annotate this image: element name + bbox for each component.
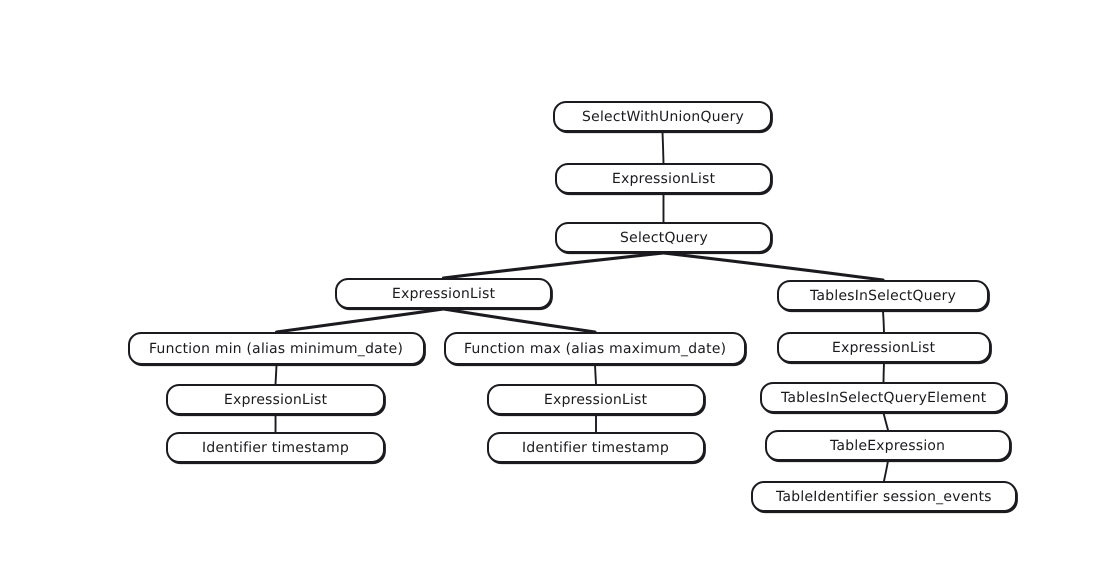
tree-node-label: Function max (alias maximum_date) (463, 340, 727, 357)
tree-node-label: Identifier timestamp (522, 439, 670, 456)
tree-edge (661, 131, 665, 164)
tree-node-label: Function min (alias minimum_date) (149, 340, 404, 357)
tree-node[interactable]: ExpressionList (335, 278, 552, 309)
tree-node-label: ExpressionList (611, 170, 716, 187)
tree-edge (882, 362, 885, 383)
tree-node-label: SelectQuery (619, 229, 708, 246)
tree-node[interactable]: SelectQuery (555, 222, 772, 253)
tree-edge (882, 412, 889, 431)
tree-node[interactable]: Function min (alias minimum_date) (128, 332, 425, 365)
tree-edge (274, 307, 446, 334)
tree-edge (883, 460, 889, 482)
tree-node-label: SelectWithUnionQuery (581, 108, 744, 125)
tree-node[interactable]: TableExpression (765, 430, 1011, 461)
tree-edge (274, 364, 278, 385)
tree-node[interactable]: TablesInSelectQueryElement (760, 382, 1007, 413)
tree-node[interactable]: SelectWithUnionQuery (553, 101, 772, 132)
tree-node-label: ExpressionList (544, 391, 648, 408)
tree-node-label: ExpressionList (391, 285, 496, 302)
tree-node-label: TableExpression (830, 437, 946, 454)
tree-node[interactable]: TablesInSelectQuery (777, 280, 989, 311)
tree-node[interactable]: Identifier timestamp (166, 432, 385, 463)
tree-node[interactable]: ExpressionList (166, 384, 385, 415)
tree-node[interactable]: TableIdentifier session_events (751, 481, 1017, 512)
tree-edge (882, 310, 885, 333)
tree-node-label: Identifier timestamp (201, 439, 350, 456)
tree-node[interactable]: ExpressionList (777, 332, 991, 363)
tree-node-label: ExpressionList (223, 391, 328, 408)
tree-node-label: TablesInSelectQuery (809, 287, 957, 304)
tree-node[interactable]: ExpressionList (487, 384, 705, 415)
tree-edge (594, 364, 597, 385)
tree-node[interactable]: Identifier timestamp (487, 432, 705, 463)
tree-node-label: ExpressionList (832, 339, 936, 356)
tree-edge (441, 307, 597, 334)
tree-node-label: TablesInSelectQueryElement (780, 389, 987, 406)
tree-node-label: TableIdentifier session_events (776, 488, 992, 505)
tree-node[interactable]: ExpressionList (555, 163, 772, 194)
tree-edge (661, 251, 885, 282)
tree-edge (441, 251, 666, 280)
tree-node[interactable]: Function max (alias maximum_date) (444, 332, 746, 365)
